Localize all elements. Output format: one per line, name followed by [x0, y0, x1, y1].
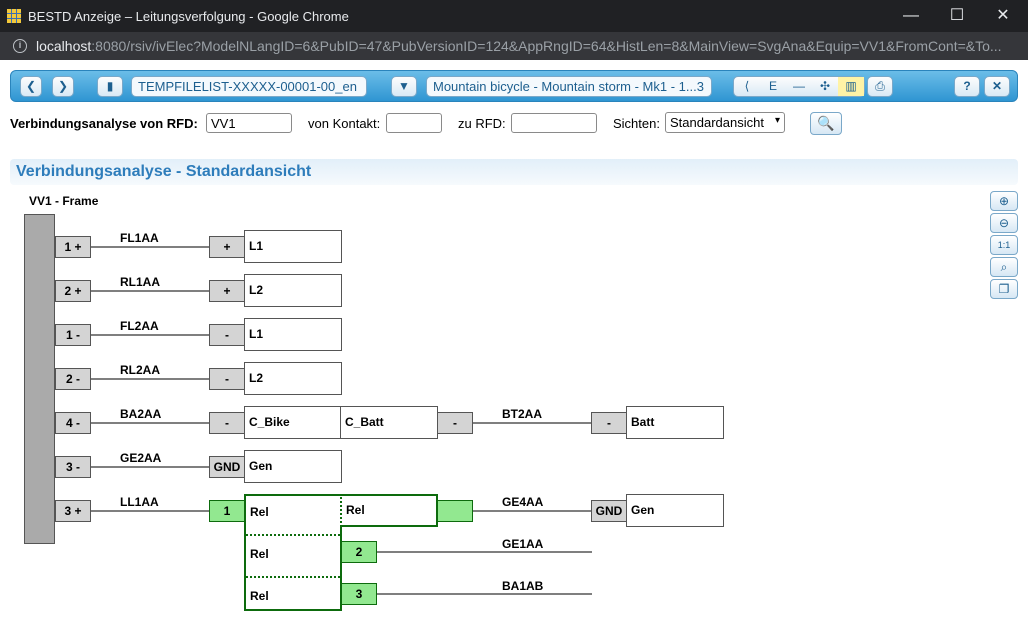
connector-pin[interactable]: -: [437, 412, 473, 434]
close-window-button[interactable]: ✕: [996, 7, 1010, 24]
diagram-wires: [91, 246, 592, 595]
tree-view-icon[interactable]: ⟨: [744, 79, 750, 93]
app-logo-icon: [7, 9, 21, 23]
harness-view-icon[interactable]: ✣: [819, 79, 831, 93]
filter-button[interactable]: ▼: [391, 76, 417, 97]
relay-label: Rel: [250, 547, 269, 561]
search-button[interactable]: 🔍: [810, 112, 842, 135]
file-list-field[interactable]: TEMPFILELIST-XXXXX-00001-00_en: [131, 76, 367, 97]
connector-box[interactable]: L2: [244, 274, 342, 307]
close-view-button[interactable]: ✕: [984, 76, 1010, 97]
zoom-out-icon[interactable]: ⊖: [990, 213, 1018, 233]
to-rfd-label: zu RFD:: [458, 116, 506, 131]
to-rfd-input[interactable]: [511, 113, 597, 133]
connector-box[interactable]: L1: [244, 230, 342, 263]
wire-label[interactable]: FL1AA: [120, 231, 159, 245]
connection-diagram: VV1 - Frame 1 + FL1AA + L1 2 + RL1AA + L…: [0, 185, 1028, 635]
search-row: Verbindungsanalyse von RFD: von Kontakt:…: [0, 112, 1028, 136]
frame-connector[interactable]: [24, 214, 55, 544]
zoom-in-icon[interactable]: ⊕: [990, 191, 1018, 211]
relay-divider: [246, 576, 340, 578]
relay-divider: [246, 534, 340, 536]
help-button[interactable]: ?: [954, 76, 980, 97]
relay-main-box[interactable]: Rel: [340, 494, 438, 527]
rfd-label: Verbindungsanalyse von RFD:: [10, 116, 198, 131]
relay-pin[interactable]: 1: [209, 500, 245, 522]
wire-view-icon[interactable]: —: [793, 79, 805, 93]
relay-pin[interactable]: 2: [341, 541, 377, 563]
wire-label[interactable]: GE4AA: [502, 495, 544, 509]
vehicle-field[interactable]: Mountain bicycle - Mountain storm - Mk1 …: [426, 76, 712, 97]
frame-pin[interactable]: 2 +: [55, 280, 91, 302]
relay-box[interactable]: Rel Rel Rel: [244, 494, 342, 611]
connector-box[interactable]: Gen: [244, 450, 342, 483]
schematic-view-icon[interactable]: ▥: [838, 77, 864, 96]
forward-button[interactable]: ❯: [52, 76, 74, 97]
zoom-fit-icon[interactable]: ⌕: [990, 257, 1018, 277]
connector-box[interactable]: L2: [244, 362, 342, 395]
back-button[interactable]: ❮: [20, 76, 42, 97]
wire-label[interactable]: GE1AA: [502, 537, 544, 551]
site-info-icon[interactable]: i: [13, 39, 27, 53]
browser-titlebar: BESTD Anzeige – Leitungsverfolgung - Goo…: [0, 0, 1028, 32]
window-title: BESTD Anzeige – Leitungsverfolgung - Goo…: [28, 9, 349, 24]
element-view-icon[interactable]: E: [768, 79, 777, 93]
view-mode-group: ⟨ E — ✣ ▥: [733, 76, 865, 97]
wire-label[interactable]: BT2AA: [502, 407, 543, 421]
url-path: :8080/rsiv/ivElec?ModelNLangID=6&PubID=4…: [91, 38, 1002, 54]
book-button[interactable]: ▮: [97, 76, 123, 97]
relay-label: Rel: [250, 505, 269, 519]
maximize-button[interactable]: ☐: [949, 7, 965, 24]
contact-label: von Kontakt:: [308, 116, 381, 131]
wire-label[interactable]: GE2AA: [120, 451, 162, 465]
url-text[interactable]: localhost:8080/rsiv/ivElec?ModelNLangID=…: [36, 38, 1002, 54]
relay-pin[interactable]: 3: [341, 583, 377, 605]
connector-pin[interactable]: -: [209, 412, 245, 434]
wire-label[interactable]: RL2AA: [120, 363, 161, 377]
url-host: localhost: [36, 38, 92, 54]
minimize-button[interactable]: —: [903, 7, 919, 24]
zoom-reset-icon[interactable]: 1:1: [990, 235, 1018, 255]
wire-label[interactable]: BA1AB: [502, 579, 544, 593]
section-title: Verbindungsanalyse - Standardansicht: [16, 163, 312, 180]
rfd-input[interactable]: [206, 113, 292, 133]
address-bar[interactable]: i localhost:8080/rsiv/ivElec?ModelNLangI…: [0, 32, 1028, 60]
connector-box[interactable]: C_Bike: [244, 406, 342, 439]
relay-pin[interactable]: [437, 500, 473, 522]
frame-pin[interactable]: 3 -: [55, 456, 91, 478]
relay-label: Rel: [250, 589, 269, 603]
connector-pin[interactable]: -: [209, 368, 245, 390]
contact-input[interactable]: [386, 113, 442, 133]
connector-box[interactable]: Gen: [626, 494, 724, 527]
print-button[interactable]: ⎙: [867, 76, 893, 97]
section-header: Verbindungsanalyse - Standardansicht: [10, 159, 1018, 185]
copy-icon[interactable]: ❐: [990, 279, 1018, 299]
frame-pin[interactable]: 3 +: [55, 500, 91, 522]
frame-pin[interactable]: 1 -: [55, 324, 91, 346]
connector-pin[interactable]: -: [591, 412, 627, 434]
wire-label[interactable]: BA2AA: [120, 407, 162, 421]
frame-label: VV1 - Frame: [29, 194, 99, 208]
wire-label[interactable]: FL2AA: [120, 319, 159, 333]
connector-pin[interactable]: -: [209, 324, 245, 346]
connector-pin[interactable]: GND: [209, 456, 245, 478]
frame-pin[interactable]: 2 -: [55, 368, 91, 390]
wire-label[interactable]: RL1AA: [120, 275, 161, 289]
connector-pin[interactable]: +: [209, 236, 245, 258]
views-label: Sichten:: [613, 116, 660, 131]
connector-box[interactable]: Batt: [626, 406, 724, 439]
connector-box[interactable]: C_Batt: [340, 406, 438, 439]
connector-box[interactable]: L1: [244, 318, 342, 351]
chevron-down-icon: ▾: [774, 115, 780, 126]
frame-pin[interactable]: 4 -: [55, 412, 91, 434]
views-select[interactable]: Standardansicht ▾: [665, 112, 785, 133]
wire-label[interactable]: LL1AA: [120, 495, 159, 509]
connector-pin[interactable]: GND: [591, 500, 627, 522]
connector-pin[interactable]: +: [209, 280, 245, 302]
app-toolbar: ❮ ❯ ▮ TEMPFILELIST-XXXXX-00001-00_en ▼ M…: [10, 70, 1018, 102]
frame-pin[interactable]: 1 +: [55, 236, 91, 258]
views-selected: Standardansicht: [670, 115, 764, 130]
search-icon: 🔍: [817, 115, 835, 131]
